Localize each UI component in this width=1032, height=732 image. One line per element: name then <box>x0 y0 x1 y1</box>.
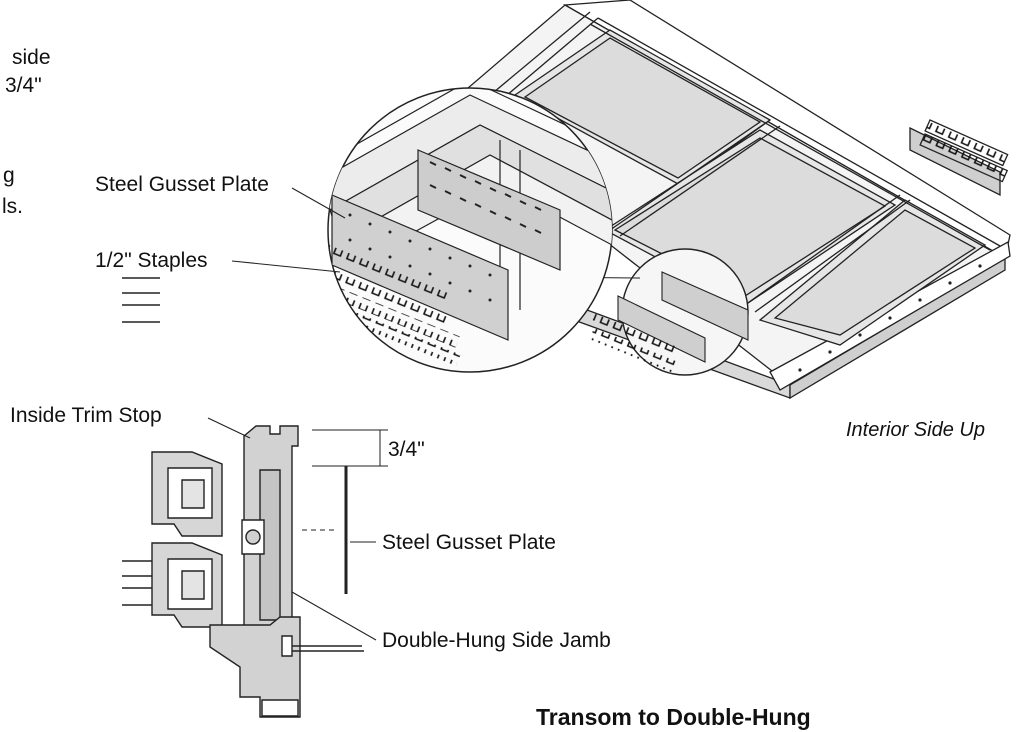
left-fragment-4: ls. <box>2 195 23 218</box>
label-steel-gusset-plate-top: Steel Gusset Plate <box>95 173 269 196</box>
magnified-detail <box>327 87 613 373</box>
small-detail-circle <box>419 248 749 376</box>
left-fragment-3: g <box>3 164 15 187</box>
section-detail <box>122 277 388 718</box>
label-double-hung-side-jamb: Double-Hung Side Jamb <box>382 629 611 652</box>
label-interior-side-up: Interior Side Up <box>846 419 985 441</box>
window-assembly <box>438 0 1011 400</box>
leader-lines-top <box>231 187 346 273</box>
left-fragment-1: side <box>12 46 51 69</box>
label-inside-trim-stop: Inside Trim Stop <box>10 404 162 427</box>
label-staples: 1/2" Staples <box>95 249 208 272</box>
label-dimension: 3/4" <box>388 438 425 461</box>
label-steel-gusset-plate-bottom: Steel Gusset Plate <box>382 531 556 554</box>
left-fragment-2: 3/4" <box>5 74 42 97</box>
figure-caption: Transom to Double-Hung <box>536 704 811 730</box>
